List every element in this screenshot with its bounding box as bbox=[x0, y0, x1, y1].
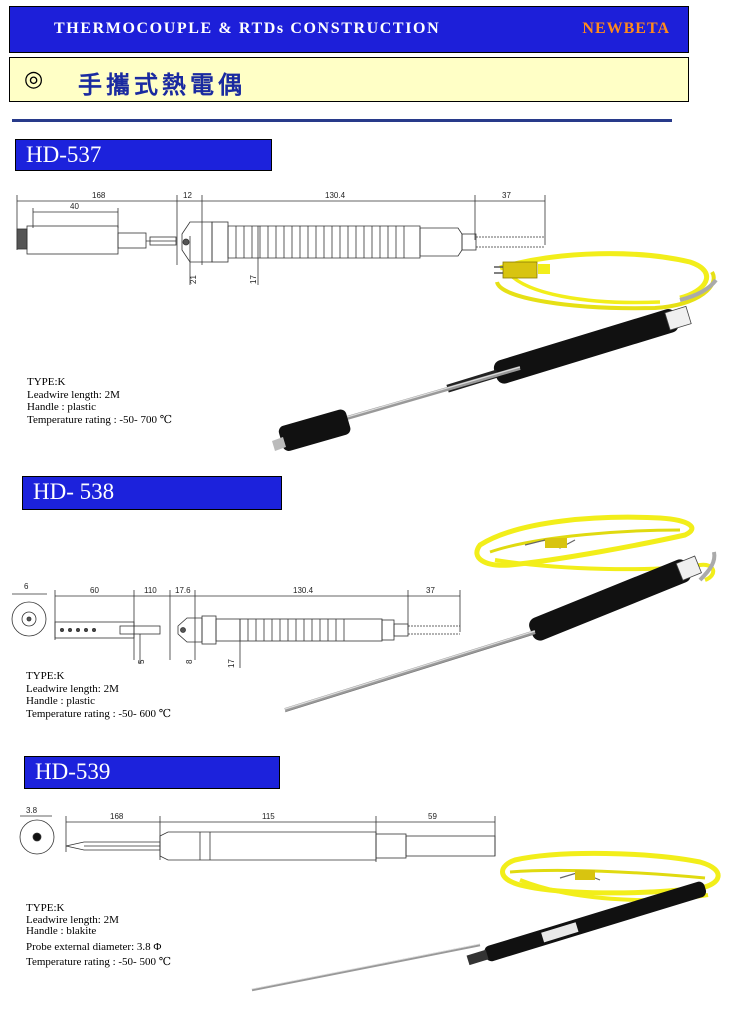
dim-label: 168 bbox=[110, 812, 124, 821]
spec-list-hd539: TYPE:K Leadwire length: 2M Handle : blak… bbox=[26, 902, 172, 969]
spec-leadwire: Leadwire length: 2M bbox=[27, 388, 120, 401]
section-heading: ◎ 手攜式熱電偶 bbox=[9, 57, 689, 102]
dim-label: 37 bbox=[426, 586, 435, 595]
spec-type: TYPE:K bbox=[26, 902, 65, 914]
dim-label: 59 bbox=[428, 812, 437, 821]
spec-handle: Handle : blakite bbox=[26, 925, 97, 937]
dim-label: 17 bbox=[227, 659, 236, 668]
spec-leadwire: Leadwire length: 2M bbox=[26, 913, 119, 926]
spec-type: TYPE:K bbox=[27, 376, 66, 388]
spec-type: TYPE:K bbox=[26, 670, 65, 682]
header-title: THERMOCOUPLE & RTDs CONSTRUCTION bbox=[54, 20, 441, 37]
spec-handle: Handle : plastic bbox=[27, 401, 97, 413]
spec-list-hd537: TYPE:K Leadwire length: 2M Handle : plas… bbox=[27, 376, 172, 426]
spec-probe-diameter: Probe external diameter: 3.8 Φ bbox=[26, 940, 162, 953]
spec-temperature: Temperature rating : -50- 500 ℃ bbox=[26, 956, 172, 968]
dim-labels-hd539: 3.8 168 115 59 bbox=[26, 806, 437, 821]
photo-hd539 bbox=[251, 850, 721, 992]
dim-label: 17.6 bbox=[175, 586, 191, 595]
spec-list-hd538: TYPE:K Leadwire length: 2M Handle : plas… bbox=[26, 670, 171, 720]
dim-label: 5 bbox=[137, 659, 146, 664]
dim-label: 6 bbox=[24, 582, 29, 591]
dim-label: 130.4 bbox=[325, 191, 346, 200]
section-title: 手攜式熱電偶 bbox=[78, 70, 246, 99]
drawing-hd538 bbox=[11, 590, 461, 668]
spec-leadwire: Leadwire length: 2M bbox=[26, 682, 119, 695]
model-label-hd538: HD- 538 bbox=[22, 476, 282, 510]
double-circle-icon: ◎ bbox=[24, 67, 44, 92]
dim-label: 37 bbox=[502, 191, 511, 200]
model-label-hd539: HD-539 bbox=[24, 756, 280, 789]
dim-labels-hd538: 6 60 110 17.6 130.4 37 5 8 17 bbox=[24, 582, 435, 668]
dim-label: 3.8 bbox=[26, 806, 38, 815]
dim-label: 12 bbox=[183, 191, 192, 200]
drawing-hd539 bbox=[19, 815, 496, 862]
dim-label: 130.4 bbox=[293, 586, 314, 595]
model-label-hd537: HD-537 bbox=[15, 139, 272, 171]
brand-logo: NEWBETA bbox=[582, 20, 670, 37]
photo-hd537 bbox=[272, 251, 718, 451]
dim-label: 21 bbox=[189, 275, 198, 284]
spec-temperature: Temperature rating : -50- 700 ℃ bbox=[27, 413, 173, 426]
spec-temperature: Temperature rating : -50- 600 ℃ bbox=[26, 707, 172, 720]
drawing-hd537 bbox=[16, 195, 546, 285]
spec-handle: Handle : plastic bbox=[26, 695, 96, 707]
photo-hd538 bbox=[284, 514, 717, 713]
dim-label: 17 bbox=[249, 275, 258, 284]
divider bbox=[12, 119, 672, 122]
dim-label: 8 bbox=[185, 659, 194, 664]
dim-label: 168 bbox=[92, 191, 106, 200]
dim-label: 115 bbox=[262, 812, 275, 821]
dim-label: 110 bbox=[144, 586, 157, 595]
dim-label: 60 bbox=[90, 586, 99, 595]
dim-label: 40 bbox=[70, 202, 79, 211]
dim-labels-hd537: 168 40 12 130.4 37 21 17 bbox=[70, 191, 511, 284]
page-header: THERMOCOUPLE & RTDs CONSTRUCTION NEWBETA bbox=[9, 6, 689, 53]
